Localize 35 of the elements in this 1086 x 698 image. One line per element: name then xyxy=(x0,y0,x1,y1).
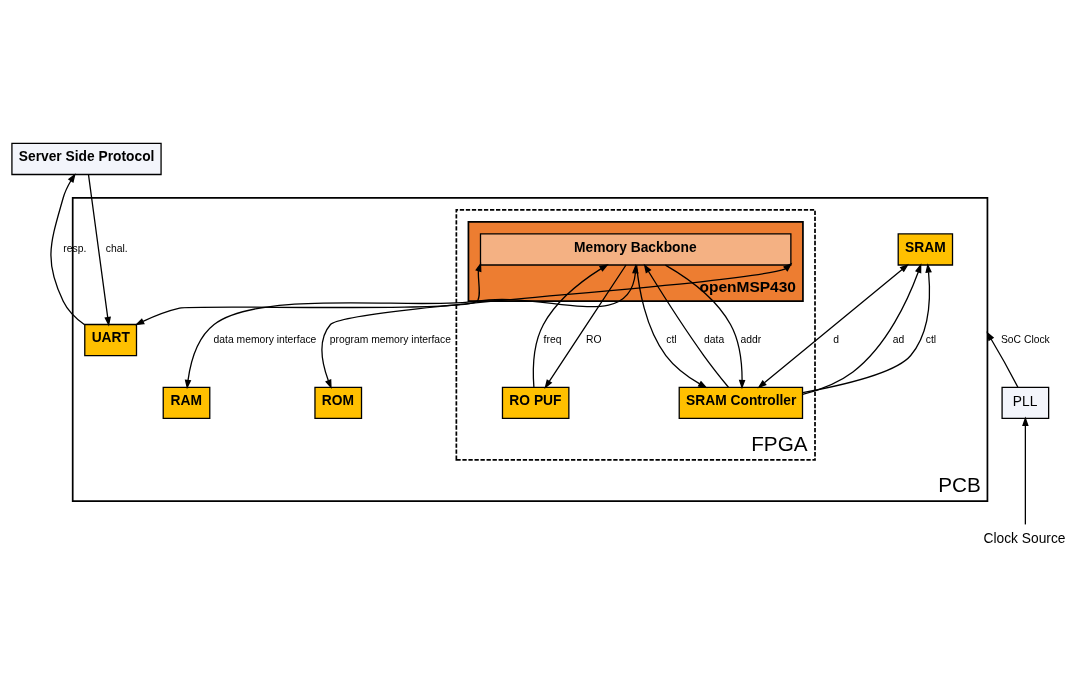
edge-label: chal. xyxy=(105,242,128,254)
node-box: RO PUF xyxy=(501,386,570,419)
arrow xyxy=(184,263,639,389)
node-box: ROM xyxy=(314,386,363,419)
arrow xyxy=(544,263,627,389)
edge-label: ad xyxy=(892,333,905,345)
arrow xyxy=(321,262,793,389)
edge-label: ctl xyxy=(925,333,937,345)
node-box: PLL xyxy=(1001,386,1050,419)
arrow xyxy=(532,263,609,388)
node-box: RAM xyxy=(162,386,211,419)
arrow xyxy=(87,173,111,326)
edge-label: freq xyxy=(543,333,562,345)
node-box: UART xyxy=(84,323,138,356)
arrow xyxy=(643,263,730,388)
edge-label: data memory interface xyxy=(213,333,317,345)
arrow xyxy=(50,172,86,325)
node-box: Memory Backbone xyxy=(479,232,792,266)
edge-label: program memory interface xyxy=(329,333,451,345)
edge-label: RO xyxy=(586,333,602,345)
node-box: Server Side Protocol xyxy=(11,142,162,175)
arrow xyxy=(1022,416,1029,525)
node-box: SRAM Controller xyxy=(678,386,804,419)
edge-label: addr xyxy=(740,333,762,345)
arrow xyxy=(664,264,746,389)
arrow xyxy=(757,263,910,388)
edge-label: SoC Clock xyxy=(1000,333,1050,345)
arrow xyxy=(635,263,708,388)
node-box: SRAM xyxy=(897,232,954,266)
arrow xyxy=(134,261,482,325)
arrow xyxy=(986,330,1019,388)
edge-label: d xyxy=(833,333,839,345)
node-text: Clock Source xyxy=(983,530,1066,546)
edge-label: data xyxy=(704,333,725,345)
edge-label: ctl xyxy=(666,333,677,345)
